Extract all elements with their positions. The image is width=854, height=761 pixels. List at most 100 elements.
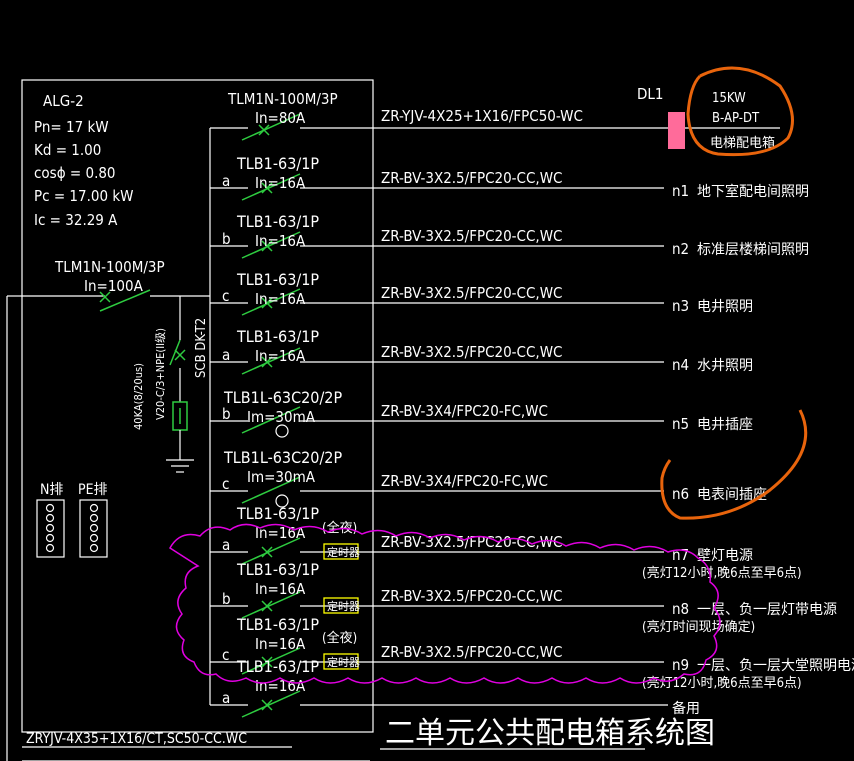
circuit-phase: c [222,287,229,305]
surge-protector: SCB DK-T2 V20-C/3+NPE(II级) 40KA(8/20us) [132,296,209,473]
circuit-phase: b [222,405,231,423]
circuit-desc: 地下室配电间照明 [697,183,809,200]
circuit-desc: 一层、负一层灯带电源 [697,602,837,618]
circuit-breaker: TLB1-63/1P [236,615,319,634]
circuit-cable: ZR-BV-3X2.5/FPC20-CC,WC [381,284,562,302]
circuit-rating: In=16A [255,347,306,365]
circuit-rating: Im=30mA [247,468,316,486]
timer-label: 定时器 [327,545,360,559]
circuit-desc: 水井照明 [697,358,753,374]
circuit-desc: 标准层楼梯间照明 [697,242,809,258]
circuit-id: n2 [672,240,689,258]
panel-name: ALG-2 [43,92,84,110]
dl1-box-symbol [668,112,685,149]
circuit-breaker: TLB1L-63C20/2P [223,448,342,467]
circuit-0: TLM1N-100M/3P In=80A ZR-YJV-4X25+1X16/FP… [210,85,780,151]
circuit-note: (亮灯时间现场确定) [642,619,755,635]
spd-capacity: 40KA(8/20us) [132,363,145,430]
panel-cos: cosϕ = 0.80 [34,164,116,182]
markup-circle [686,66,794,157]
circuit-id: n5 [672,415,689,433]
timer-label: 定时器 [327,655,360,669]
circuit-desc: 一层、负一层大堂照明电源 [697,658,854,674]
incoming-cable: ZRYJV-4X35+1X16/CT,SC50-CC.WC [26,731,247,747]
circuit-note: (亮灯12小时,晚6点至早6点) [642,675,802,691]
circuit-id: n1 [672,182,689,200]
circuit-desc: 备用 [672,700,700,717]
panel-pc: Pc = 17.00 kW [34,187,134,205]
timer-label: 定时器 [327,599,360,613]
circuit-breaker: TLB1L-63C20/2P [223,388,342,407]
circuit-id: DL1 [637,85,664,103]
circuit-breaker: TLB1-63/1P [236,560,319,579]
circuit-cable: ZR-BV-3X2.5/FPC20-CC,WC [381,169,562,187]
pe-bar [79,499,108,558]
timer-box [323,543,359,560]
circuit-breaker: TLM1N-100M/3P [227,90,338,108]
circuit-note: (亮灯12小时,晚6点至早6点) [642,565,802,581]
circuit-rating: Im=30mA [247,408,316,426]
dl1-code: B-AP-DT [712,111,760,126]
spd-model: SCB DK-T2 [194,318,209,378]
circuit-id: n7 [672,546,689,564]
circuit-phase: a [222,689,230,707]
circuit-desc: 电井插座 [697,417,753,433]
circuit-breaker: TLB1-63/1P [236,154,319,173]
circuit-breaker: TLB1-63/1P [236,657,319,676]
circuit-rating: In=16A [255,677,306,695]
circuit-cable: ZR-BV-3X2.5/FPC20-CC,WC [381,227,562,245]
circuit-phase: a [222,346,230,364]
circuit-extra: (全夜) [322,630,357,646]
circuit-rating: In=16A [255,635,306,653]
circuit-phase: a [222,172,230,190]
main-breaker-rating: In=100A [84,277,144,295]
circuit-cable: ZR-BV-3X4/FPC20-FC,WC [381,402,548,420]
panel-parameters: ALG-2 Pn= 17 kW Kd = 1.00 cosϕ = 0.80 Pc… [34,92,134,229]
circuit-breaker: TLB1-63/1P [236,270,319,289]
pe-bar-label: PE排 [78,482,108,498]
circuit-phase: c [222,646,229,664]
circuit-desc: 电表间插座 [697,487,767,503]
revision-cloud [169,523,721,684]
circuit-desc: 电井照明 [697,299,753,315]
circuit-breaker: TLB1-63/1P [236,212,319,231]
panel-border [21,79,374,733]
timer-box [323,597,359,614]
circuit-rating: In=16A [255,580,306,598]
circuit-id: n4 [672,356,689,374]
panel-ic: Ic = 32.29 A [34,211,118,229]
circuit-id: n8 [672,600,689,618]
circuit-phase: c [222,475,229,493]
circuit-cable: ZR-BV-3X2.5/FPC20-CC,WC [381,587,562,605]
circuit-desc: 壁灯电源 [697,548,753,564]
circuit-id: n9 [672,656,689,674]
diagram-title: 二单元公共配电箱系统图 [385,716,715,751]
circuit-phase: b [222,230,231,248]
main-breaker-model: TLM1N-100M/3P [54,258,165,276]
n-bar [36,499,65,558]
circuit-phase: b [222,590,231,608]
circuit-breaker: TLB1-63/1P [236,327,319,346]
circuit-cable: ZR-BV-3X2.5/FPC20-CC,WC [381,643,562,661]
n-bar-label: N排 [40,482,63,498]
dl1-power: 15KW [712,91,746,106]
circuit-phase: a [222,536,230,554]
circuit-cable: ZR-BV-3X4/FPC20-FC,WC [381,472,548,490]
circuit-rating: In=80A [255,109,306,127]
circuit-cable: ZR-BV-3X2.5/FPC20-CC,WC [381,533,562,551]
circuit-cable: ZR-YJV-4X25+1X16/FPC50-WC [381,107,583,125]
circuit-breaker: TLB1-63/1P [236,504,319,523]
main-breaker: TLM1N-100M/3P In=100A [22,258,210,312]
circuit-rating: In=16A [255,524,306,542]
timer-box [323,653,359,670]
circuit-id: n6 [672,485,689,503]
panel-kd: Kd = 1.00 [34,141,101,159]
circuit-rating: In=16A [255,290,306,308]
